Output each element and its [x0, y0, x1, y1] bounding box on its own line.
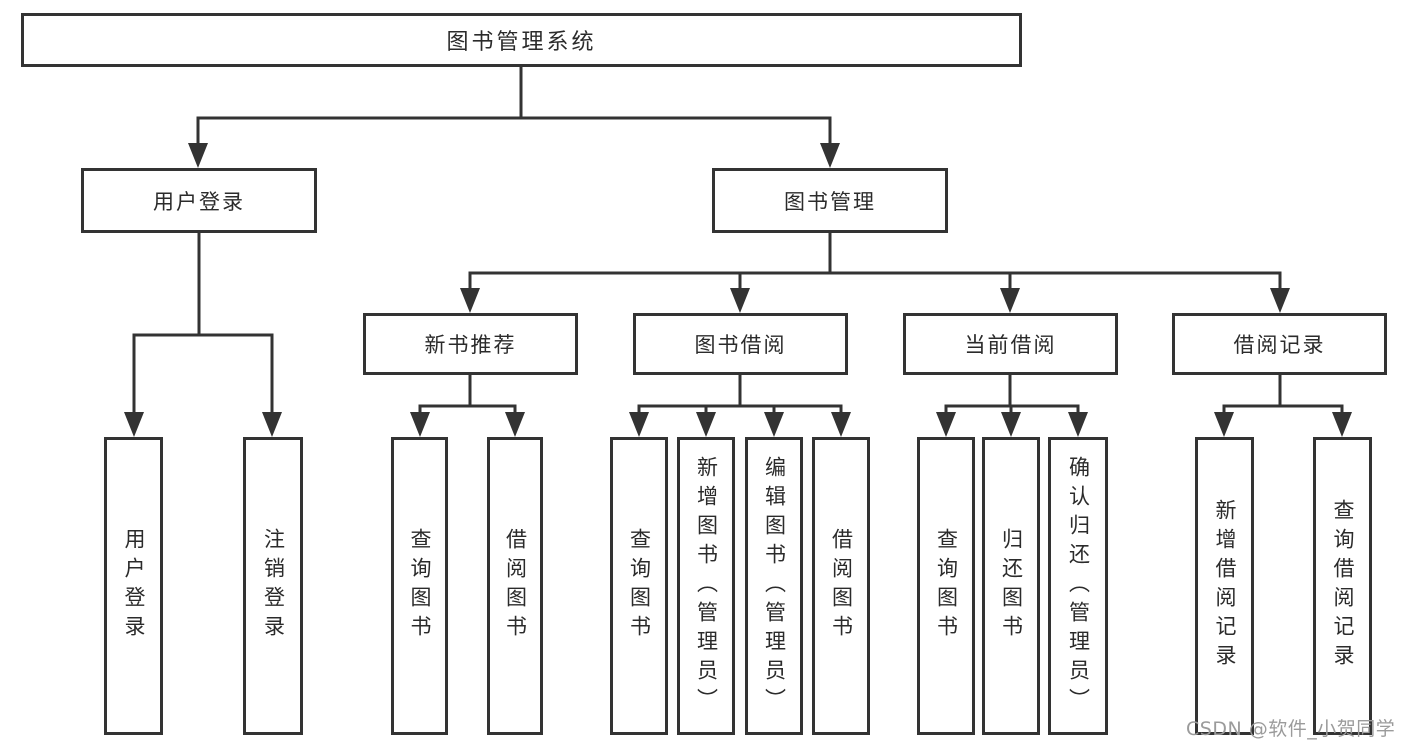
leaf-add-books-admin-label: 新增图书（管理员）: [694, 455, 719, 717]
leaf-logout-label: 注销登录: [261, 528, 286, 644]
node-root-book-management-system: 图书管理系统: [21, 13, 1022, 67]
node-user-login-label: 用户登录: [153, 189, 245, 214]
leaf-borrow-books-recommend: 借阅图书: [487, 437, 543, 735]
arrowheads: [124, 143, 1352, 437]
node-book-borrowing: 图书借阅: [633, 313, 848, 375]
leaf-edit-books-admin: 编辑图书（管理员）: [745, 437, 803, 735]
leaf-add-books-admin: 新增图书（管理员）: [677, 437, 735, 735]
leaf-query-books-borrow-label: 查询图书: [627, 528, 652, 644]
leaf-add-borrow-record-label: 新增借阅记录: [1213, 499, 1237, 673]
leaf-borrow-books-recommend-label: 借阅图书: [503, 528, 528, 644]
leaf-user-login-label: 用户登录: [122, 528, 146, 644]
leaf-query-borrow-record: 查询借阅记录: [1313, 437, 1372, 735]
node-borrowing-records-label: 借阅记录: [1233, 333, 1326, 357]
leaf-edit-books-admin-label: 编辑图书（管理员）: [762, 455, 787, 717]
leaf-add-borrow-record: 新增借阅记录: [1195, 437, 1254, 735]
node-current-borrowing: 当前借阅: [903, 313, 1118, 375]
leaf-confirm-return-admin: 确认归还（管理员）: [1048, 437, 1108, 735]
leaf-query-books-recommend: 查询图书: [391, 437, 448, 735]
leaf-return-books: 归还图书: [982, 437, 1040, 735]
leaf-query-books-current-label: 查询图书: [934, 528, 959, 644]
leaf-confirm-return-admin-label: 确认归还（管理员）: [1066, 455, 1091, 717]
node-new-book-recommend: 新书推荐: [363, 313, 578, 375]
node-user-login: 用户登录: [81, 168, 317, 233]
node-book-management-label: 图书管理: [784, 189, 876, 214]
node-book-management: 图书管理: [712, 168, 948, 233]
node-new-book-recommend-label: 新书推荐: [424, 333, 517, 357]
leaf-borrow-books: 借阅图书: [812, 437, 870, 735]
leaf-return-books-label: 归还图书: [999, 528, 1024, 644]
leaf-query-borrow-record-label: 查询借阅记录: [1331, 499, 1355, 673]
leaf-query-books-borrow: 查询图书: [610, 437, 668, 735]
leaf-borrow-books-label: 借阅图书: [829, 528, 854, 644]
node-book-borrowing-label: 图书借阅: [694, 333, 787, 357]
leaf-user-login: 用户登录: [104, 437, 163, 735]
leaf-query-books-current: 查询图书: [917, 437, 975, 735]
leaf-logout: 注销登录: [243, 437, 303, 735]
csdn-watermark: CSDN @软件_小贺同学: [1186, 718, 1396, 740]
node-borrowing-records: 借阅记录: [1172, 313, 1387, 375]
node-root-label: 图书管理系统: [446, 30, 597, 55]
node-current-borrowing-label: 当前借阅: [964, 333, 1057, 357]
leaf-query-books-recommend-label: 查询图书: [408, 528, 432, 644]
